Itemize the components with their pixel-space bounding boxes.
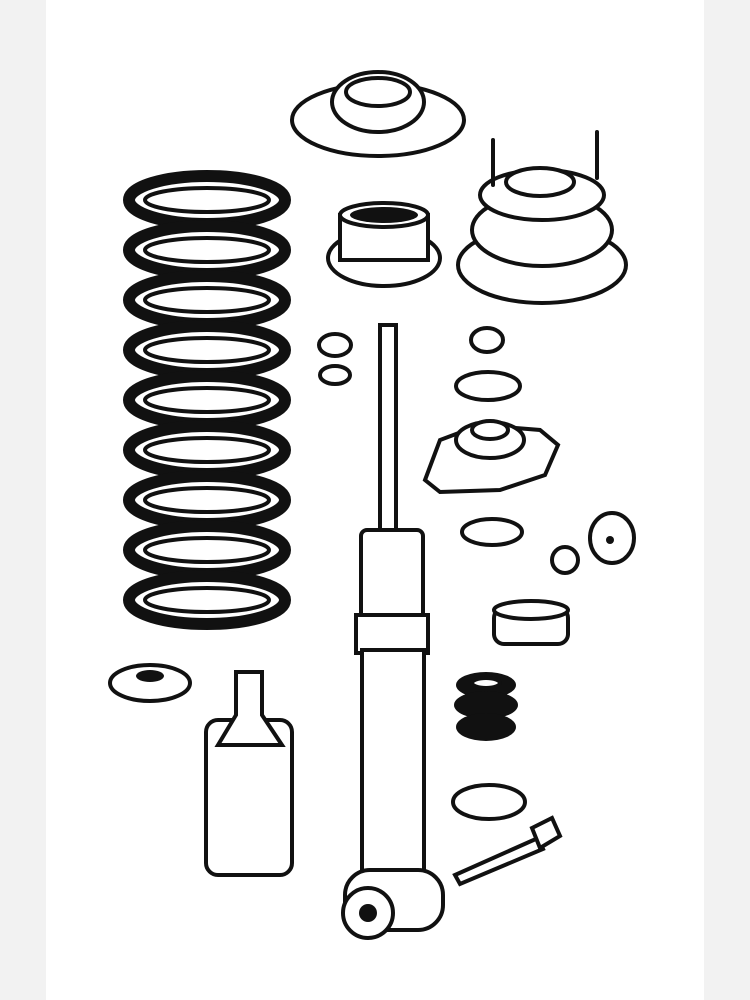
small-bushings xyxy=(317,326,522,402)
spring-coil xyxy=(143,586,271,614)
spring-coil xyxy=(143,286,271,314)
spring-coil xyxy=(143,186,271,214)
spring-coil xyxy=(143,236,271,264)
bearing xyxy=(326,201,442,288)
spring-coil xyxy=(143,386,271,414)
spring-coil xyxy=(143,336,271,364)
bump-stop xyxy=(454,672,518,741)
spring-coil xyxy=(123,570,291,630)
shock-absorber xyxy=(341,323,445,940)
washers-and-nut xyxy=(451,511,636,821)
coil-spring xyxy=(123,170,291,630)
upper-mount-assembly xyxy=(456,130,628,305)
rubber-washer xyxy=(108,663,192,703)
mounting-plate xyxy=(422,419,561,495)
spring-coil xyxy=(143,486,271,514)
spring-coil xyxy=(143,436,271,464)
spacer-ring xyxy=(492,599,570,646)
spring-coil xyxy=(143,536,271,564)
bolt xyxy=(452,815,563,887)
strut-top-mount xyxy=(290,70,466,158)
dust-boot xyxy=(204,670,294,877)
